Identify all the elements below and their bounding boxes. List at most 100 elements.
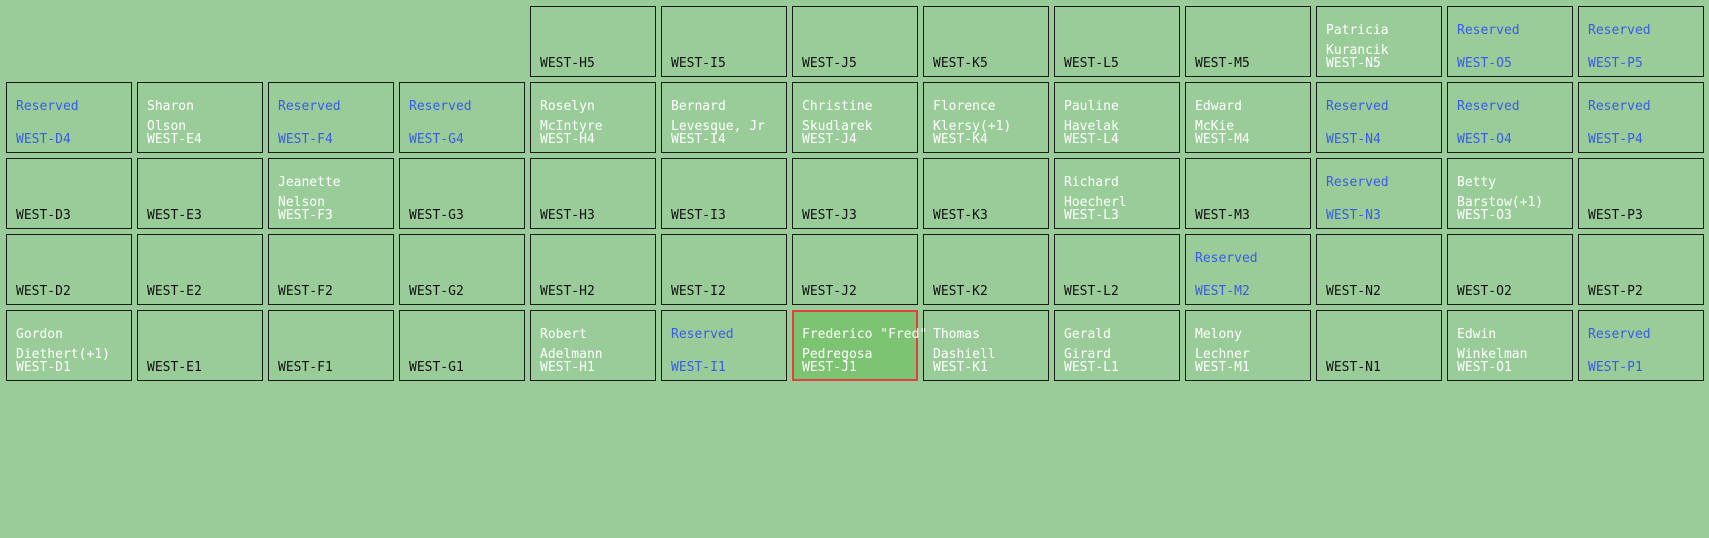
occupant-name-line: Levesque, Jr xyxy=(671,118,765,134)
seat-cell-west-d3[interactable]: WEST-D3 xyxy=(6,158,132,229)
seat-cell-west-m5[interactable]: WEST-M5 xyxy=(1185,6,1311,77)
seat-cell-west-i5[interactable]: WEST-I5 xyxy=(661,6,787,77)
occupant-name-line: Winkelman xyxy=(1457,346,1528,362)
seat-cell-west-i3[interactable]: WEST-I3 xyxy=(661,158,787,229)
reserved-label: Reserved xyxy=(1326,175,1389,190)
reserved-label: Reserved xyxy=(1457,99,1520,114)
seat-cell-west-n2[interactable]: WEST-N2 xyxy=(1316,234,1442,305)
occupant-name-line: Nelson xyxy=(278,194,325,210)
seat-label: WEST-K4 xyxy=(933,131,988,147)
seat-label: WEST-M1 xyxy=(1195,359,1250,375)
occupant-name-line: Olson xyxy=(147,118,187,134)
seat-cell-west-l2[interactable]: WEST-L2 xyxy=(1054,234,1180,305)
reserved-label: Reserved xyxy=(1588,99,1651,114)
occupant-name: Frederico "Fred"Pedregosa xyxy=(802,325,927,364)
seat-cell-west-i2[interactable]: WEST-I2 xyxy=(661,234,787,305)
seat-label: WEST-G2 xyxy=(409,283,464,299)
seat-label: WEST-N2 xyxy=(1326,283,1381,299)
seat-cell-west-m3[interactable]: WEST-M3 xyxy=(1185,158,1311,229)
reserved-label: Reserved xyxy=(1195,251,1258,266)
occupant-name-line: McKie xyxy=(1195,118,1235,134)
seat-label: WEST-E4 xyxy=(147,131,202,147)
seat-cell-west-h3[interactable]: WEST-H3 xyxy=(530,158,656,229)
occupant-name-line: Girard xyxy=(1064,346,1111,362)
seat-cell-west-g2[interactable]: WEST-G2 xyxy=(399,234,525,305)
occupant-name-line: Florence xyxy=(933,99,996,114)
seat-cell-west-k2[interactable]: WEST-K2 xyxy=(923,234,1049,305)
seat-cell-west-f1[interactable]: WEST-F1 xyxy=(268,310,394,381)
seat-cell-west-h2[interactable]: WEST-H2 xyxy=(530,234,656,305)
seat-cell-west-o2[interactable]: WEST-O2 xyxy=(1447,234,1573,305)
seat-cell-west-e3[interactable]: WEST-E3 xyxy=(137,158,263,229)
seat-label: WEST-N5 xyxy=(1326,55,1381,71)
seat-label: WEST-I2 xyxy=(671,283,726,299)
seat-cell-west-p2[interactable]: WEST-P2 xyxy=(1578,234,1704,305)
seat-label: WEST-M4 xyxy=(1195,131,1250,147)
seat-cell-west-g1[interactable]: WEST-G1 xyxy=(399,310,525,381)
seat-label: WEST-N3 xyxy=(1326,207,1381,223)
seat-label: WEST-J4 xyxy=(802,131,857,147)
occupant-name-line: McIntyre xyxy=(540,118,603,134)
seat-label: WEST-O4 xyxy=(1457,131,1512,147)
seat-cell-west-e2[interactable]: WEST-E2 xyxy=(137,234,263,305)
seat-cell-west-j5[interactable]: WEST-J5 xyxy=(792,6,918,77)
seat-cell-west-k5[interactable]: WEST-K5 xyxy=(923,6,1049,77)
seat-cell-west-e1[interactable]: WEST-E1 xyxy=(137,310,263,381)
occupant-name-line: Frederico "Fred" xyxy=(802,327,928,342)
seat-cell-west-p3[interactable]: WEST-P3 xyxy=(1578,158,1704,229)
occupant-name-line: Diethert(+1) xyxy=(16,346,110,362)
occupant-name-line: Gordon xyxy=(16,327,63,342)
occupant-name-line: Kurancik xyxy=(1326,42,1389,58)
seat-label: WEST-K1 xyxy=(933,359,988,375)
seat-cell-west-n1[interactable]: WEST-N1 xyxy=(1316,310,1442,381)
occupant-name-line: Betty xyxy=(1457,175,1497,190)
seat-cell-west-j3[interactable]: WEST-J3 xyxy=(792,158,918,229)
seat-cell-west-f2[interactable]: WEST-F2 xyxy=(268,234,394,305)
seat-cell-west-l5[interactable]: WEST-L5 xyxy=(1054,6,1180,77)
seat-cell-west-j2[interactable]: WEST-J2 xyxy=(792,234,918,305)
seat-label: WEST-D1 xyxy=(16,359,71,375)
occupant-name-line: Dashiell xyxy=(933,346,996,362)
seat-label: WEST-F4 xyxy=(278,131,333,147)
seat-cell-west-g3[interactable]: WEST-G3 xyxy=(399,158,525,229)
occupant-name-line: Pauline xyxy=(1064,99,1119,114)
seat-cell-west-h5[interactable]: WEST-H5 xyxy=(530,6,656,77)
seat-cell-west-d2[interactable]: WEST-D2 xyxy=(6,234,132,305)
seat-cell-west-k3[interactable]: WEST-K3 xyxy=(923,158,1049,229)
seat-label: WEST-G4 xyxy=(409,131,464,147)
